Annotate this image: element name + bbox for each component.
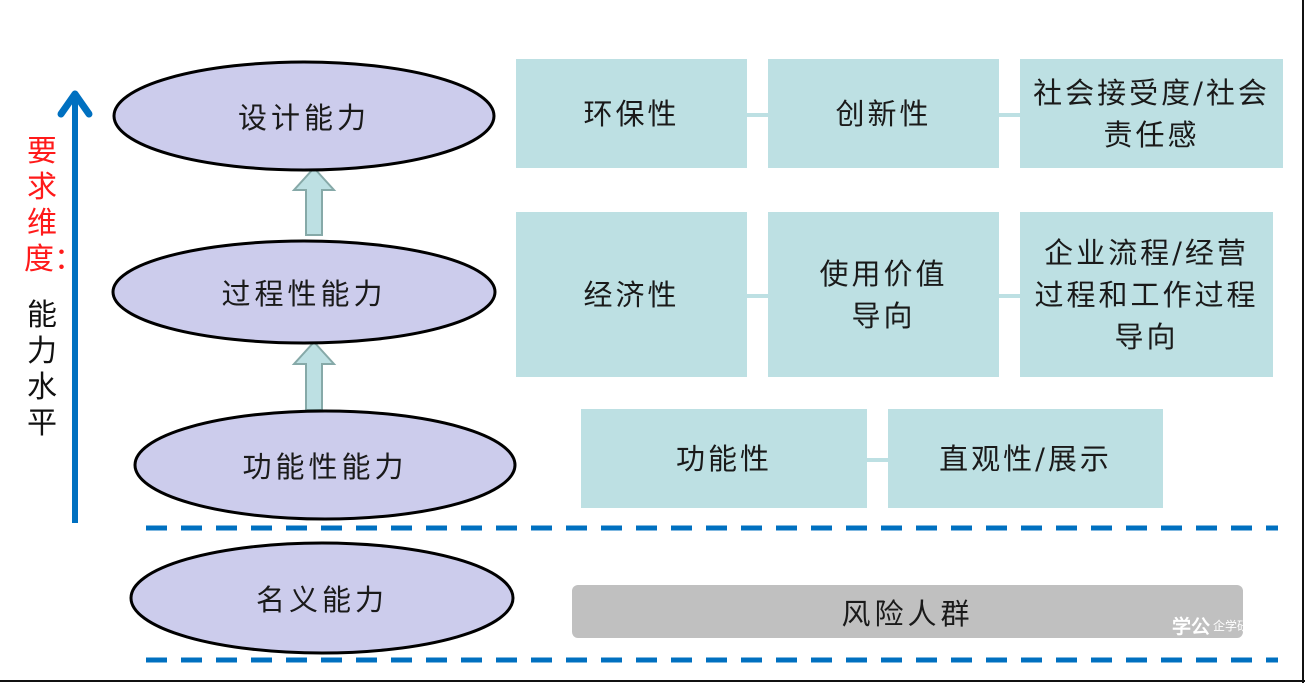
connector: [998, 113, 1022, 117]
up-arrow-function-to-process: [291, 340, 337, 411]
criterion-box-business-process: 企业流程/经营过程和工作过程导向: [1020, 212, 1273, 377]
watermark-logo-icon: 学公: [1172, 616, 1211, 638]
connector: [998, 294, 1022, 298]
criterion-box-economy: 经济性: [516, 212, 747, 377]
axis-label-requirement-dimension: 要求维度：: [24, 134, 84, 277]
frame-border-right: [1302, 0, 1304, 683]
criterion-box-clarity-presentation: 直观性/展示: [888, 409, 1163, 508]
criterion-box-functionality: 功能性: [581, 409, 867, 508]
vertical-axis-arrow: [57, 90, 93, 523]
criterion-box-social-acceptance: 社会接受度/社会责任感: [1020, 59, 1283, 168]
level-label-design: 设计能力: [237, 101, 370, 135]
axis-label-capability-level: 能力水平: [27, 298, 57, 441]
up-arrow-process-to-design: [291, 166, 337, 236]
ellipse-functional-capability: [133, 409, 517, 521]
criterion-box-innovation: 创新性: [768, 59, 999, 168]
connector: [746, 113, 770, 117]
level-label-functional: 功能性能力: [242, 450, 408, 484]
criterion-box-use-value: 使用价值导向: [768, 212, 999, 377]
watermark-text: 企学研: [1213, 619, 1250, 633]
watermark: 学公 企学研: [1172, 612, 1249, 639]
ellipse-nominal-capability: [129, 541, 515, 655]
criterion-box-environmental: 环保性: [516, 59, 747, 168]
connector: [866, 458, 890, 462]
level-label-nominal: 名义能力: [255, 583, 388, 617]
ellipse-design-capability: [112, 60, 496, 172]
frame-border-bottom: [0, 680, 1305, 682]
ellipse-process-capability: [111, 239, 497, 345]
connector: [746, 294, 770, 298]
risk-group-bar: 风险人群: [572, 585, 1243, 638]
level-label-process: 过程性能力: [221, 277, 387, 311]
